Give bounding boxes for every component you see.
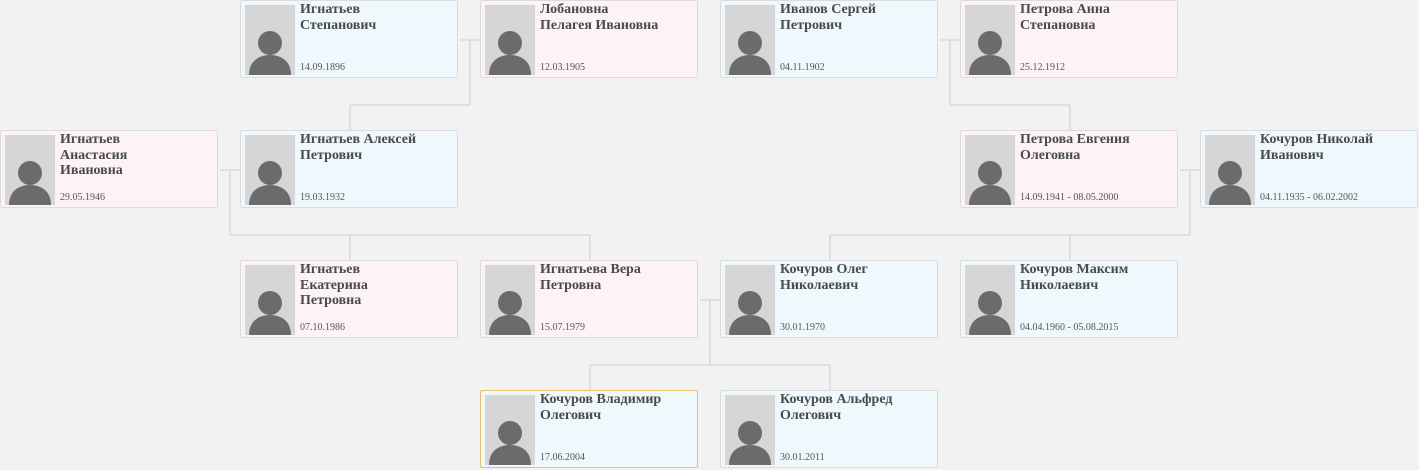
person-dates: 30.01.2011 — [780, 452, 825, 463]
person-card[interactable]: Игнатьев Анастасия Ивановна 29.05.1946 — [0, 130, 218, 208]
person-placeholder-icon — [965, 5, 1015, 75]
person-name: Петрова Анна Степановна — [1020, 2, 1110, 33]
person-card[interactable]: Игнатьев Алексей Петрович 19.03.1932 — [240, 130, 458, 208]
person-dates: 12.03.1905 — [540, 62, 585, 73]
person-card[interactable]: Лобановна Пелагея Ивановна 12.03.1905 — [480, 0, 698, 78]
person-placeholder-icon — [485, 5, 535, 75]
person-name: Кочуров Альфред Олегович — [780, 392, 893, 423]
person-card[interactable]: Игнатьев Степанович 14.09.1896 — [240, 0, 458, 78]
person-dates: 14.09.1896 — [300, 62, 345, 73]
person-name: Кочуров Владимир Олегович — [540, 392, 662, 423]
person-card[interactable]: Игнатьева Вера Петровна 15.07.1979 — [480, 260, 698, 338]
person-placeholder-icon — [965, 265, 1015, 335]
person-dates: 07.10.1986 — [300, 322, 345, 333]
person-name: Игнатьев Анастасия Ивановна — [60, 132, 128, 178]
person-card[interactable]: Петрова Анна Степановна 25.12.1912 — [960, 0, 1178, 78]
person-placeholder-icon — [725, 395, 775, 465]
person-placeholder-icon — [5, 135, 55, 205]
person-card[interactable]: Иванов Сергей Петрович 04.11.1902 — [720, 0, 938, 78]
person-name: Игнатьева Вера Петровна — [540, 262, 641, 293]
person-card[interactable]: Игнатьев Екатерина Петровна 07.10.1986 — [240, 260, 458, 338]
person-placeholder-icon — [485, 395, 535, 465]
person-name: Петрова Евгения Олеговна — [1020, 132, 1130, 163]
person-dates: 15.07.1979 — [540, 322, 585, 333]
person-card[interactable]: Кочуров Альфред Олегович 30.01.2011 — [720, 390, 938, 468]
person-placeholder-icon — [965, 135, 1015, 205]
person-card[interactable]: Кочуров Владимир Олегович 17.06.2004 — [480, 390, 698, 468]
person-name: Игнатьев Алексей Петрович — [300, 132, 417, 163]
person-card[interactable]: Кочуров Максим Николаевич 04.04.1960 - 05… — [960, 260, 1178, 338]
person-dates: 17.06.2004 — [540, 452, 585, 463]
person-name: Игнатьев Степанович — [300, 2, 377, 33]
person-dates: 25.12.1912 — [1020, 62, 1065, 73]
person-name: Кочуров Максим Николаевич — [1020, 262, 1129, 293]
person-placeholder-icon — [245, 265, 295, 335]
person-dates: 29.05.1946 — [60, 192, 105, 203]
person-placeholder-icon — [725, 265, 775, 335]
person-dates: 04.04.1960 - 05.08.2015 — [1020, 322, 1119, 333]
person-placeholder-icon — [1205, 135, 1255, 205]
person-card[interactable]: Кочуров Олег Николаевич 30.01.1970 — [720, 260, 938, 338]
person-card[interactable]: Петрова Евгения Олеговна 14.09.1941 - 08.… — [960, 130, 1178, 208]
person-dates: 14.09.1941 - 08.05.2000 — [1020, 192, 1119, 203]
person-placeholder-icon — [245, 135, 295, 205]
person-name: Игнатьев Екатерина Петровна — [300, 262, 368, 308]
person-dates: 19.03.1932 — [300, 192, 345, 203]
person-name: Иванов Сергей Петрович — [780, 2, 876, 33]
person-name: Лобановна Пелагея Ивановна — [540, 2, 659, 33]
person-dates: 04.11.1902 — [780, 62, 825, 73]
person-dates: 30.01.1970 — [780, 322, 825, 333]
person-dates: 04.11.1935 - 06.02.2002 — [1260, 192, 1358, 203]
person-placeholder-icon — [485, 265, 535, 335]
person-name: Кочуров Николай Иванович — [1260, 132, 1374, 163]
person-placeholder-icon — [725, 5, 775, 75]
person-name: Кочуров Олег Николаевич — [780, 262, 868, 293]
person-placeholder-icon — [245, 5, 295, 75]
person-card[interactable]: Кочуров Николай Иванович 04.11.1935 - 06.… — [1200, 130, 1418, 208]
